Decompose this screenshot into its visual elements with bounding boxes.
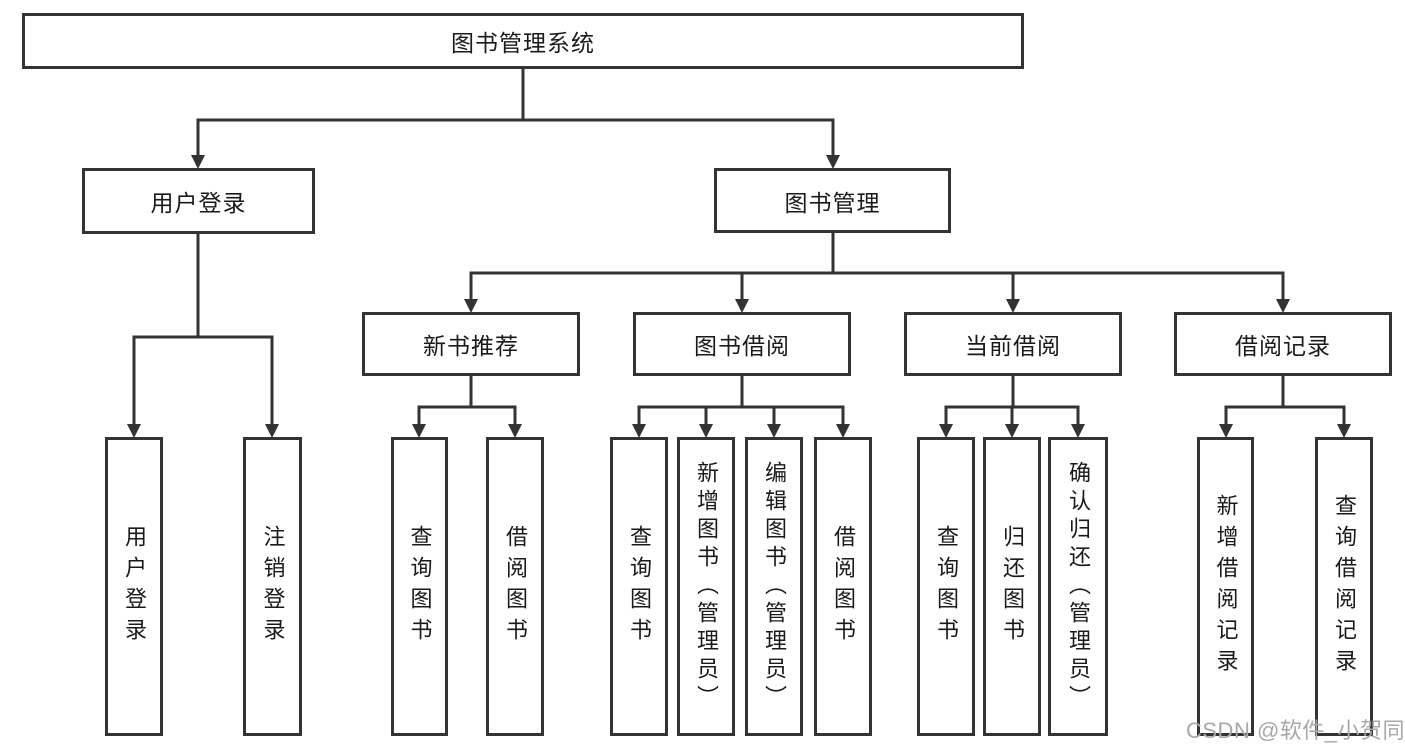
- node-query-book-1: 查询图书: [391, 437, 448, 736]
- node-book-borrow: 图书借阅: [633, 312, 851, 376]
- node-add-borrow-record-label: 新增借阅记录: [1213, 493, 1239, 680]
- node-query-book-3: 查询图书: [917, 437, 975, 736]
- node-current-borrow: 当前借阅: [904, 312, 1122, 376]
- node-query-borrow-record: 查询借阅记录: [1315, 437, 1373, 736]
- node-user-login-label: 用户登录: [150, 190, 247, 216]
- node-current-borrow-label: 当前借阅: [965, 333, 1061, 359]
- node-return-book-label: 归还图书: [1000, 524, 1025, 649]
- node-borrow-book-1: 借阅图书: [486, 437, 544, 736]
- node-add-book-label: 新增图书（管理员）: [694, 460, 719, 713]
- node-query-book-3-label: 查询图书: [934, 524, 959, 649]
- node-new-book-rec-label: 新书推荐: [423, 333, 519, 359]
- node-book-mgmt: 图书管理: [714, 168, 951, 233]
- node-query-book-2: 查询图书: [610, 437, 668, 736]
- node-query-book-1-label: 查询图书: [407, 524, 433, 649]
- node-borrow-book-2-label: 借阅图书: [831, 524, 856, 649]
- node-book-mgmt-label: 图书管理: [784, 189, 881, 216]
- node-confirm-return: 确认归还（管理员）: [1048, 437, 1108, 736]
- csdn-watermark: CSDN @软件_小贺同学: [1186, 718, 1405, 743]
- node-borrow-book-1-label: 借阅图书: [503, 524, 528, 649]
- node-add-book: 新增图书（管理员）: [677, 437, 735, 736]
- node-borrow-record: 借阅记录: [1174, 312, 1392, 376]
- node-book-borrow-label: 图书借阅: [694, 333, 790, 359]
- node-borrow-record-label: 借阅记录: [1235, 333, 1331, 359]
- node-user-login: 用户登录: [82, 168, 315, 234]
- node-borrow-book-2: 借阅图书: [814, 437, 872, 736]
- node-logout-leaf: 注销登录: [243, 437, 302, 736]
- node-root-label: 图书管理系统: [451, 30, 595, 56]
- node-query-borrow-record-label: 查询借阅记录: [1332, 493, 1357, 680]
- node-edit-book-label: 编辑图书（管理员）: [762, 460, 787, 713]
- node-return-book: 归还图书: [983, 437, 1041, 736]
- node-query-book-2-label: 查询图书: [627, 524, 652, 649]
- node-root: 图书管理系统: [22, 13, 1024, 69]
- node-new-book-rec: 新书推荐: [362, 312, 580, 376]
- node-logout-leaf-label: 注销登录: [260, 524, 286, 649]
- node-confirm-return-label: 确认归还（管理员）: [1066, 460, 1091, 713]
- node-login-leaf-label: 用户登录: [122, 524, 147, 649]
- node-add-borrow-record: 新增借阅记录: [1197, 437, 1254, 736]
- node-edit-book: 编辑图书（管理员）: [745, 437, 803, 736]
- node-login-leaf: 用户登录: [105, 437, 163, 736]
